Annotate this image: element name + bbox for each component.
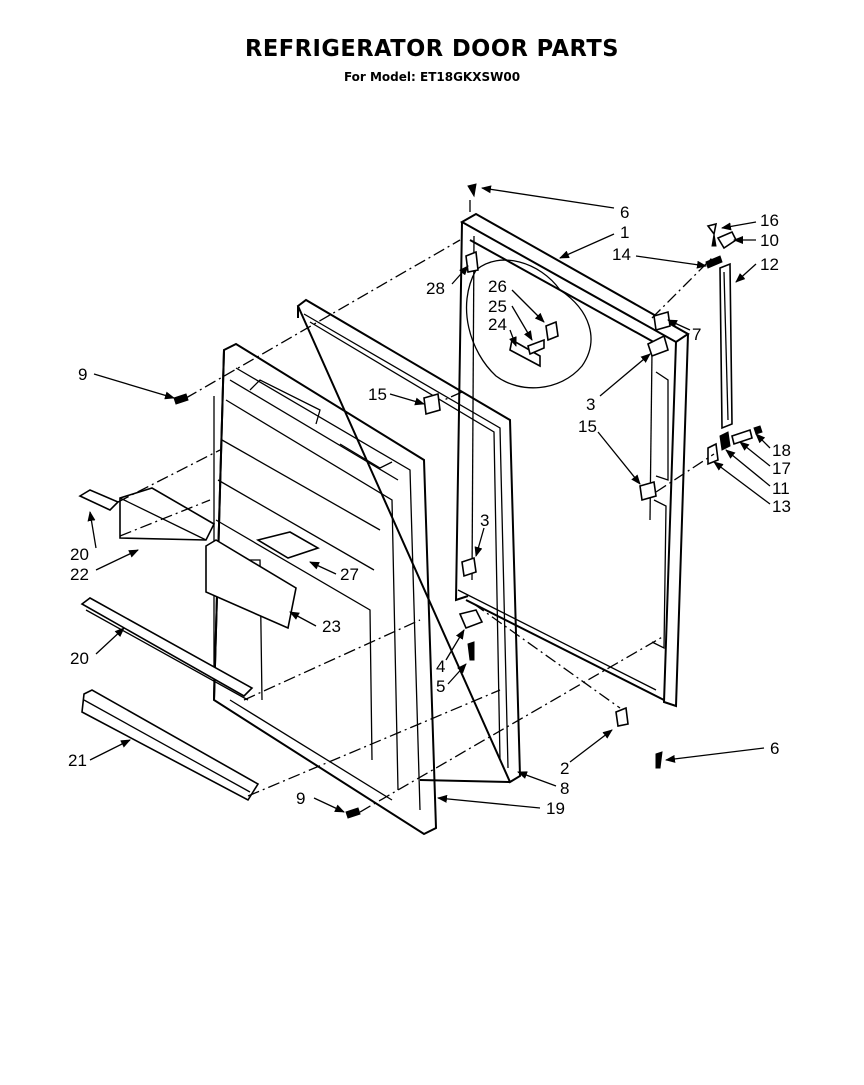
- callout-28: 28: [426, 279, 445, 298]
- shelf-rail-top: [78, 489, 120, 511]
- callout-20-top: 20: [70, 545, 89, 564]
- callout-9-bottom: 9: [296, 789, 305, 808]
- callout-18: 18: [772, 441, 791, 460]
- callout-14: 14: [612, 245, 631, 264]
- callout-1: 1: [620, 223, 629, 242]
- callout-21: 21: [68, 751, 87, 770]
- callout-19: 19: [546, 799, 565, 818]
- shelf-retainer-bottom: [81, 689, 260, 802]
- upper-door-shelf: [119, 487, 216, 541]
- callout-2: 2: [560, 759, 569, 778]
- callout-15-left: 15: [368, 385, 387, 404]
- callout-6-top: 6: [620, 203, 629, 222]
- callout-6-bottom: 6: [770, 739, 779, 758]
- callout-27: 27: [340, 565, 359, 584]
- callout-20-mid: 20: [70, 649, 89, 668]
- callout-5: 5: [436, 677, 445, 696]
- bottom-hinge-hardware: [707, 425, 763, 466]
- callout-26: 26: [488, 277, 507, 296]
- callout-10: 10: [760, 231, 779, 250]
- callout-25: 25: [488, 297, 507, 316]
- callout-17: 17: [772, 459, 791, 478]
- callout-8: 8: [560, 779, 569, 798]
- callout-11: 11: [772, 479, 790, 498]
- callout-15-right: 15: [578, 417, 597, 436]
- callout-24: 24: [488, 315, 507, 334]
- callout-3-mid: 3: [480, 511, 489, 530]
- dairy-bin-door: [205, 539, 297, 630]
- door-stop-and-bushings: [173, 183, 671, 819]
- callout-16: 16: [760, 211, 779, 230]
- callout-7: 7: [692, 325, 701, 344]
- leader-lines: [87, 185, 771, 813]
- diagram-title: REFRIGERATOR DOOR PARTS: [245, 36, 619, 62]
- top-hinge-hardware: [705, 222, 738, 430]
- callout-22: 22: [70, 565, 89, 584]
- inset-detail-blob: [465, 259, 592, 389]
- door-gasket: [296, 298, 522, 784]
- callout-9-top: 9: [78, 365, 87, 384]
- shelf-rail-mid: [80, 597, 254, 701]
- callout-4: 4: [436, 657, 445, 676]
- callout-3-top: 3: [586, 395, 595, 414]
- model-subtitle: For Model: ET18GKXSW00: [343, 70, 521, 84]
- callout-numbers: 6 1 16 10 14 12 28 26 25 24 7 9 15 3 15 …: [68, 203, 791, 818]
- callout-23: 23: [322, 617, 341, 636]
- callout-12: 12: [760, 255, 779, 274]
- callout-13: 13: [772, 497, 791, 516]
